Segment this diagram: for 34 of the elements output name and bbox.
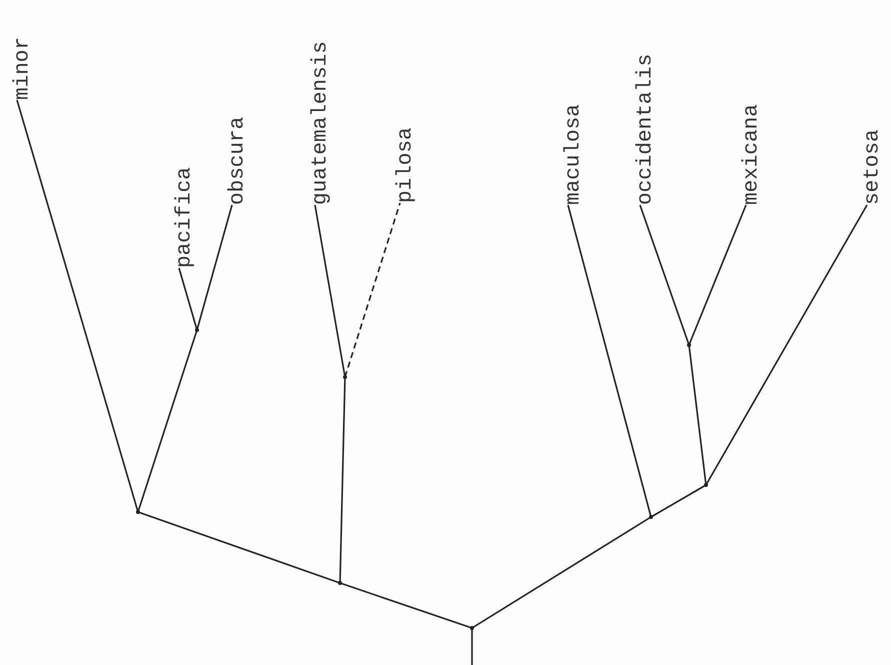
branch-point bbox=[195, 328, 199, 332]
dashed-branch-line bbox=[344, 202, 401, 378]
branch-line bbox=[314, 204, 346, 378]
branch-line bbox=[339, 376, 346, 584]
branch-line bbox=[16, 100, 139, 512]
branch-line bbox=[196, 204, 233, 330]
branch-line bbox=[567, 204, 652, 518]
species-label: guatemalensis bbox=[310, 41, 332, 205]
branch-line bbox=[138, 511, 340, 584]
branch-point bbox=[687, 343, 691, 347]
branch-line bbox=[650, 484, 706, 518]
branch-line bbox=[688, 344, 707, 486]
branch-line bbox=[471, 628, 473, 665]
branch-line bbox=[639, 204, 690, 346]
branch-line bbox=[137, 330, 198, 512]
species-label: maculosa bbox=[564, 104, 584, 205]
species-label: obscura bbox=[228, 116, 248, 205]
species-label: pilosa bbox=[396, 127, 416, 203]
branch-line bbox=[688, 204, 747, 346]
species-label: occidentalis bbox=[636, 54, 656, 205]
branch-line bbox=[472, 516, 652, 629]
branch-point bbox=[704, 483, 708, 487]
branch-point bbox=[136, 510, 140, 514]
branch-line bbox=[178, 268, 198, 330]
branch-point bbox=[470, 626, 474, 630]
species-label: setosa bbox=[862, 129, 884, 205]
species-label: mexicana bbox=[742, 104, 762, 205]
branch-point bbox=[338, 581, 342, 585]
branch-point bbox=[343, 375, 347, 379]
branch-line bbox=[340, 582, 472, 629]
species-label: minor bbox=[12, 36, 34, 100]
branch-line bbox=[705, 204, 868, 486]
species-label: pacifica bbox=[174, 167, 196, 268]
branch-point bbox=[649, 515, 653, 519]
